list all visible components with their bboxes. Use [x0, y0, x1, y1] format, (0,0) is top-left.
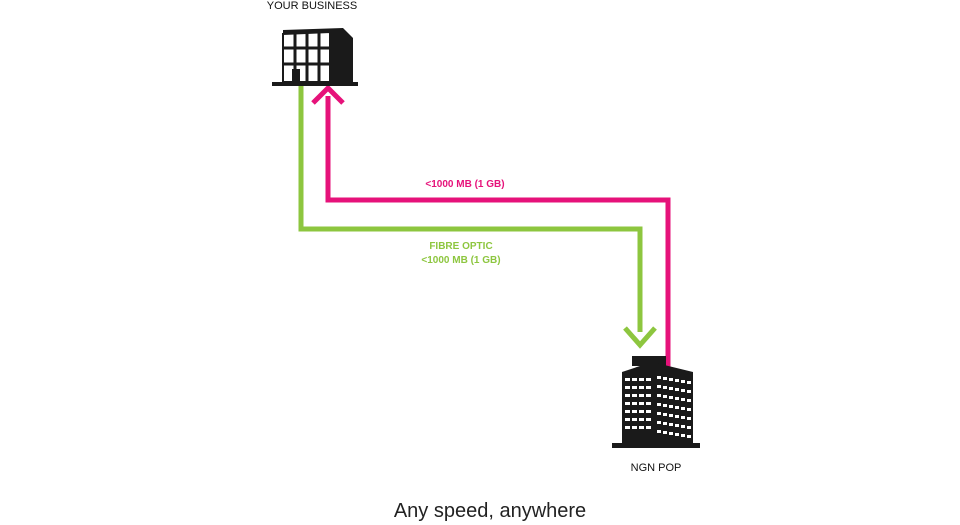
pink-arrowhead	[311, 84, 345, 105]
ngn-pop-label: NGN POP	[630, 462, 682, 474]
green-link-label: FIBRE OPTIC <1000 MB (1 GB)	[376, 240, 546, 268]
green-link-label-line1: FIBRE OPTIC	[429, 241, 493, 252]
your-business-label: YOUR BUSINESS	[266, 0, 358, 12]
pink-link-label: <1000 MB (1 GB)	[425, 179, 505, 190]
pink-link-line	[325, 96, 671, 370]
green-arrowhead	[623, 326, 657, 349]
business-building-icon	[272, 28, 358, 86]
green-fibre-line	[298, 86, 643, 332]
ngn-pop-building-icon	[612, 356, 700, 448]
green-link-label-line2: <1000 MB (1 GB)	[421, 255, 501, 266]
caption: Any speed, anywhere	[393, 500, 587, 522]
